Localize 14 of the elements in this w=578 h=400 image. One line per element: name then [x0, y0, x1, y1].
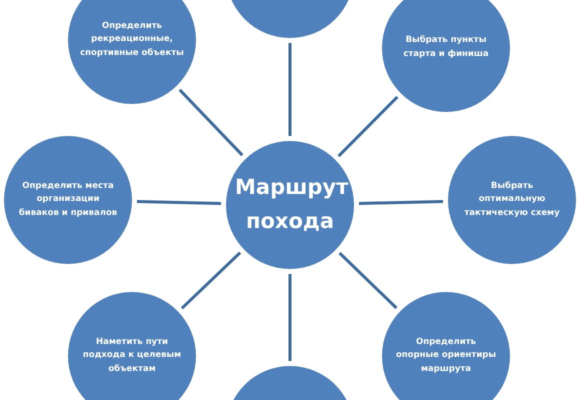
- connector-line: [178, 88, 244, 156]
- step-text: Определить опорные ориентиры маршрута: [394, 336, 498, 376]
- connector-line: [338, 96, 398, 158]
- connector-line: [338, 252, 398, 310]
- step-text: Выбрать оптимальную тактическую схему: [463, 180, 561, 220]
- connector-line: [136, 200, 222, 205]
- step-text: Наметить пути подхода к целевым объектам: [82, 336, 182, 376]
- step-text: Выбрать пункты старта и финиша: [402, 34, 490, 61]
- connector-line: [180, 252, 242, 310]
- connector-line: [288, 43, 292, 136]
- connector-line: [288, 274, 292, 361]
- step-text: Определить рекреационные, спортивные объекты: [80, 20, 184, 60]
- step-text: Определить места организации биваков и привалов: [18, 180, 118, 220]
- connector-line: [358, 200, 444, 205]
